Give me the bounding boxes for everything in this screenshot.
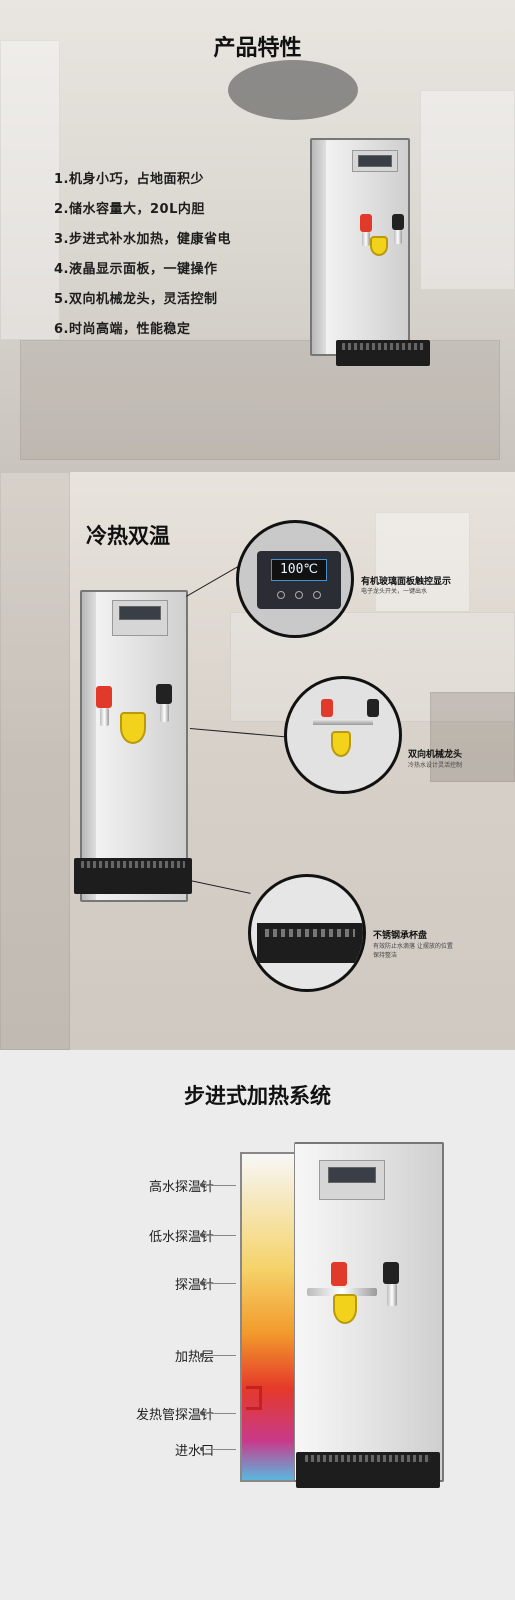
hot-tap-icon: [321, 699, 333, 717]
label-heating-layer: 加热层: [174, 1350, 214, 1365]
callout-display-panel: 100℃: [236, 520, 354, 638]
machine-side: [312, 140, 326, 354]
feature-item: 4.液晶显示面板，一键操作: [54, 262, 218, 277]
callout-drip-tray: [248, 874, 366, 992]
bg-cups: [430, 692, 515, 782]
label-water-inlet: 进水口: [174, 1444, 214, 1459]
callout-taps: [284, 676, 402, 794]
drip-tray: [74, 858, 192, 894]
section-title: 冷热双温: [86, 524, 170, 548]
label-line: [206, 1355, 236, 1356]
drip-tray: [296, 1452, 440, 1488]
certification-badge-icon: [331, 731, 351, 757]
label-dot: [200, 1233, 204, 1237]
cold-tap-icon: [383, 1262, 399, 1284]
water-boiler-image: [80, 590, 188, 902]
water-boiler-image: [310, 138, 410, 356]
callout-title: 有机玻璃面板触控显示: [361, 577, 452, 587]
heating-cutaway-panel: [240, 1152, 296, 1482]
touch-button-icon: [313, 591, 321, 599]
spout: [160, 704, 169, 722]
lcd-screen: [119, 606, 161, 620]
label-low-water-probe: 低水探温针: [148, 1230, 214, 1245]
section-heating-system: 步进式加热系统 高水探温针 低水探温针 探温针 加热层 发热管探温针 进水口: [0, 1050, 515, 1600]
label-line: [206, 1283, 236, 1284]
lcd-screen: [358, 155, 392, 167]
label-line: [206, 1185, 236, 1186]
feature-item: 1.机身小巧，占地面积少: [54, 172, 204, 187]
section-title: 步进式加热系统: [184, 1084, 331, 1108]
label-line: [206, 1413, 236, 1414]
temperature-readout: 100℃: [271, 559, 327, 581]
machine-side: [82, 592, 96, 900]
spout: [387, 1284, 397, 1306]
cold-tap-icon: [367, 699, 379, 717]
spout: [362, 232, 370, 246]
callout-subtitle: 冷热水设计灵活控制: [408, 762, 463, 769]
hot-tap-icon: [331, 1262, 347, 1286]
page-title: 产品特性: [213, 36, 302, 61]
ceiling-lamp: [228, 60, 358, 120]
cold-tap-icon: [156, 684, 172, 704]
label-dot: [200, 1353, 204, 1357]
leader-line: [186, 566, 239, 597]
label-dot: [200, 1411, 204, 1415]
control-panel: [352, 150, 398, 172]
callout-title: 不锈钢承杯盘: [373, 931, 428, 941]
certification-badge-icon: [370, 236, 388, 256]
bg-wall: [0, 472, 70, 1050]
tray-grid: [265, 929, 355, 937]
feature-item: 2.储水容量大，20L内胆: [54, 202, 205, 217]
touch-button-icon: [277, 591, 285, 599]
spout: [100, 708, 109, 726]
callout-subtitle: 有效防止水滴落 让摆放的位置保持整洁: [373, 943, 453, 959]
hot-tap-icon: [96, 686, 112, 708]
callout-subtitle: 电子龙头开关，一键出水: [361, 588, 428, 595]
leader-line: [189, 728, 286, 738]
touch-button-icon: [295, 591, 303, 599]
water-boiler-image: [294, 1142, 444, 1482]
certification-badge-icon: [333, 1294, 357, 1324]
hot-tap-icon: [360, 214, 372, 232]
section-hot-cold: 冷热双温 100℃ 有机玻璃面板触控显示 电子龙头开关，一键出水 双向机械龙头 …: [0, 472, 515, 1050]
control-panel: [319, 1160, 385, 1200]
control-panel: [112, 600, 168, 636]
feature-item: 3.步进式补水加热，健康省电: [54, 232, 231, 247]
lcd-screen: [328, 1167, 376, 1183]
lcd-closeup: 100℃: [257, 551, 341, 609]
feature-item: 6.时尚高端，性能稳定: [54, 322, 191, 337]
label-temperature-probe: 探温针: [174, 1278, 214, 1293]
label-high-water-probe: 高水探温针: [148, 1180, 214, 1195]
callout-title: 双向机械龙头: [408, 750, 463, 760]
bg-menu-board: [375, 512, 470, 612]
spout: [394, 230, 402, 244]
bg-shelf: [420, 90, 515, 290]
drip-tray-closeup: [257, 923, 363, 963]
leader-line: [189, 880, 251, 894]
label-dot: [200, 1183, 204, 1187]
label-line: [206, 1235, 236, 1236]
label-line: [206, 1449, 236, 1450]
cold-tap-icon: [392, 214, 404, 230]
spout-bar: [307, 1288, 377, 1296]
certification-badge-icon: [120, 712, 146, 744]
feature-item: 5.双向机械龙头，灵活控制: [54, 292, 218, 307]
label-dot: [200, 1447, 204, 1451]
drip-tray: [336, 340, 430, 366]
section-product-features: 产品特性 1.机身小巧，占地面积少 2.储水容量大，20L内胆 3.步进式补水加…: [0, 0, 515, 472]
label-dot: [200, 1281, 204, 1285]
label-heater-probe: 发热管探温针: [135, 1408, 214, 1423]
bg-window: [0, 40, 60, 340]
spout-bar: [313, 719, 373, 725]
heating-element-icon: [246, 1386, 262, 1410]
